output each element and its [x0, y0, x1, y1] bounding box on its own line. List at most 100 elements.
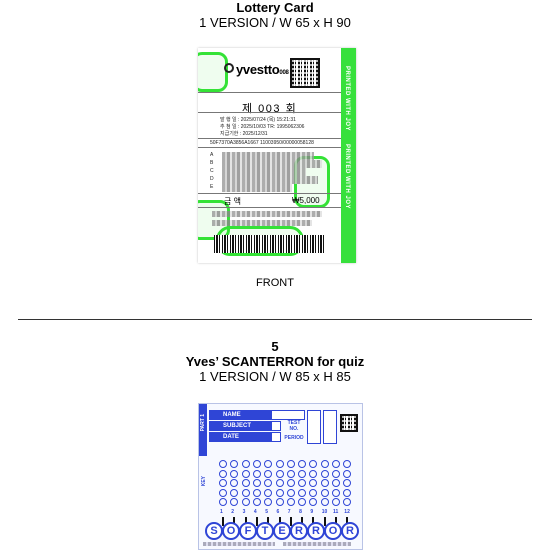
blurred-footer-text	[203, 542, 275, 546]
answer-bubble	[298, 479, 307, 487]
timing-mark	[346, 516, 349, 526]
deadline-row: 지급기한 : 2025/12/31	[220, 131, 268, 137]
lottery-title: Lottery Card	[236, 0, 314, 15]
blurred-numbers	[222, 152, 314, 160]
answer-bubble	[264, 479, 273, 487]
question-number: 1	[220, 508, 223, 515]
timing-mark	[289, 516, 292, 526]
answer-bubble	[219, 469, 227, 478]
answer-bubble	[264, 469, 273, 478]
answer-bubble	[286, 469, 295, 478]
divider-line	[198, 112, 341, 113]
question-number: 6	[276, 508, 280, 515]
answer-bubble	[309, 488, 318, 497]
question-number: 4	[253, 508, 257, 515]
row-label: D	[210, 176, 214, 182]
side-stripe-text: PRINTED WITH JOY	[344, 144, 350, 210]
id-column-box	[323, 410, 337, 444]
date-field-box	[271, 432, 281, 442]
lottery-card-image: PRINTED WITH JOY PRINTED WITH JOY yvestt…	[198, 48, 356, 263]
timing-mark	[335, 516, 337, 526]
answer-bubble	[230, 479, 239, 487]
answer-bubble	[264, 488, 273, 497]
blue-side-bar	[199, 404, 207, 456]
word-letter-bubble: R	[307, 522, 325, 540]
answer-bubble	[320, 479, 329, 487]
answer-bubble	[264, 498, 273, 506]
question-number: 7	[287, 508, 291, 515]
answer-bubble	[241, 488, 250, 497]
blurred-numbers	[222, 184, 292, 192]
answer-bubble	[309, 479, 318, 487]
lottery-version: 1 VERSION / W 65 x H 90	[199, 15, 351, 30]
qr-code-icon	[340, 414, 358, 432]
answer-bubble	[241, 498, 250, 506]
subject-field-box	[271, 421, 281, 431]
answer-bubble	[332, 488, 340, 497]
draw-number: 제 003 회	[242, 103, 298, 115]
word-letter-bubble: R	[341, 522, 359, 540]
timing-mark	[301, 516, 304, 526]
word-letter-bubble: S	[205, 522, 223, 540]
answer-bubble	[275, 460, 284, 468]
green-blob-shape	[198, 52, 228, 92]
answer-bubble	[252, 460, 261, 468]
answer-bubble	[241, 479, 250, 487]
answer-bubble	[320, 498, 329, 506]
answer-bubble	[286, 498, 295, 506]
answer-bubble	[332, 479, 340, 487]
timing-mark	[244, 516, 247, 526]
question-number: 8	[299, 508, 302, 515]
answer-bubble	[252, 479, 261, 487]
question-number: 5	[265, 508, 268, 515]
answer-bubble	[219, 498, 227, 506]
part-label: PART 1	[200, 414, 206, 432]
row-label: A	[210, 152, 214, 158]
answer-bubble	[298, 460, 307, 468]
word-letter-bubble: O	[222, 522, 240, 540]
answer-bubble	[241, 469, 250, 478]
answer-bubble	[286, 479, 295, 487]
timing-mark	[278, 516, 281, 526]
blurred-footer-text	[283, 542, 351, 546]
answer-bubble	[298, 488, 307, 497]
blurred-numbers	[222, 160, 322, 168]
answer-bubble	[309, 498, 318, 506]
answer-bubble	[343, 498, 352, 506]
answer-bubble	[343, 460, 352, 468]
id-column-box	[307, 410, 321, 444]
barcode-icon	[214, 235, 326, 253]
answer-bubble	[343, 469, 352, 478]
divider-line	[198, 193, 341, 194]
answer-bubble	[241, 460, 250, 468]
divider-line	[198, 207, 341, 208]
question-number: 10	[321, 508, 328, 515]
divider-line	[198, 147, 341, 148]
answer-bubble	[320, 460, 329, 468]
section-divider	[18, 319, 532, 320]
answer-bubble	[298, 498, 307, 506]
side-stripe-text: PRINTED WITH JOY	[344, 66, 350, 132]
answer-bubble	[275, 479, 284, 487]
brand-logo-icon	[224, 63, 234, 73]
timing-mark	[312, 516, 315, 526]
answer-bubble	[332, 460, 340, 468]
lottery-brand: yvestto008	[236, 62, 289, 77]
name-field-box	[271, 410, 305, 420]
answer-bubble	[343, 479, 352, 487]
answer-bubble	[275, 488, 284, 497]
lottery-caption: FRONT	[256, 277, 294, 289]
scantron-title: Yves’ SCANTERRON for quiz	[185, 354, 365, 369]
timing-mark	[267, 516, 270, 526]
answer-bubble	[286, 488, 295, 497]
period-label: PERIOD	[284, 435, 304, 441]
timing-mark	[255, 516, 258, 526]
amount-label: 금 액	[224, 197, 241, 206]
row-label: B	[210, 160, 214, 166]
word-letter-bubble: E	[273, 522, 291, 540]
answer-bubble	[275, 469, 284, 478]
row-label: C	[210, 168, 214, 174]
answer-bubble	[230, 460, 239, 468]
answer-bubble	[298, 469, 307, 478]
timing-mark	[222, 516, 224, 526]
